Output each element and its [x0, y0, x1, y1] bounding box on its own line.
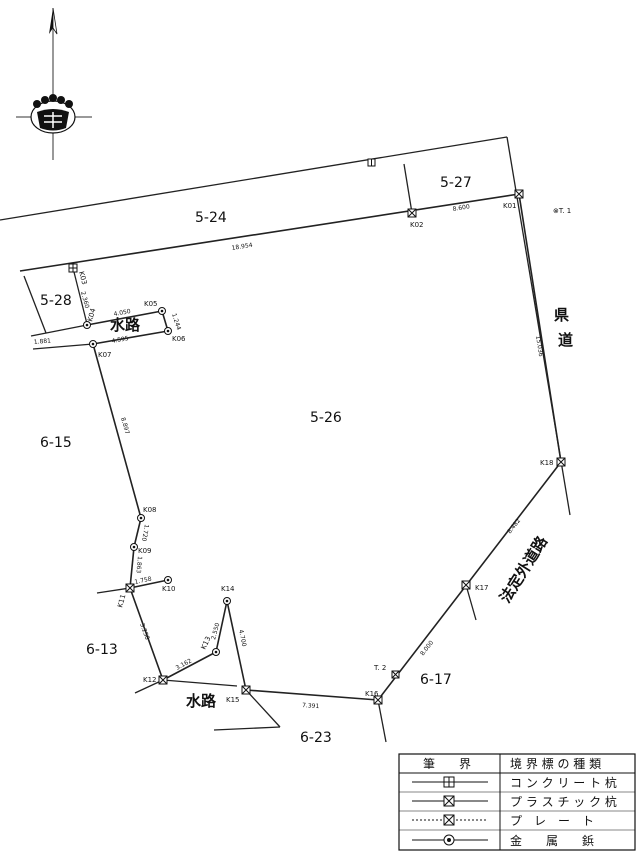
point-label: K04: [86, 307, 97, 323]
distance-label: 18.954: [231, 242, 253, 252]
legend-header-type: 境 界 標 の 種 類: [510, 756, 601, 771]
marker-k04-icon: [83, 321, 91, 329]
marker-k07-icon: [89, 340, 97, 348]
concrete-pile-icon: [412, 776, 488, 788]
marker-k13-icon: [212, 648, 220, 656]
marker-k18-icon: [556, 457, 566, 467]
marker-t2-icon: [391, 670, 400, 679]
distance-label: 8.000: [419, 639, 435, 657]
legend-label-plate: プ レ ー ト: [510, 814, 594, 828]
distance-label: 8.482: [506, 517, 522, 535]
point-label: K02: [410, 221, 424, 229]
point-label: ⊗T. 1: [553, 207, 571, 215]
parcel-5-26: 5-26: [310, 410, 342, 426]
parcel-6-13: 6-13: [86, 642, 118, 658]
distance-label: 2.550: [210, 622, 221, 641]
point-label: K17: [475, 584, 489, 592]
point-label: K07: [98, 351, 112, 359]
parcel-5-24: 5-24: [195, 210, 227, 226]
distance-label: 1.758: [134, 576, 152, 586]
parcel-5-27: 5-27: [440, 175, 472, 191]
legend-label-rivet: 金 属 鋲: [510, 833, 594, 848]
point-label: K14: [221, 585, 235, 593]
legend-label-concrete: コ ン ク リ ー ト 杭: [510, 775, 617, 790]
marker-k10-icon: [164, 576, 172, 584]
distance-label: 7.391: [302, 702, 320, 710]
marker-k17-icon: [461, 580, 471, 590]
distance-label: 8.600: [452, 203, 470, 213]
legend-header-boundary: 筆 界: [423, 757, 471, 771]
plastic-pile-icon: [412, 795, 488, 807]
legend-table: 筆 界 境 界 標 の 種 類 コ ン ク リ ー ト 杭 プ ラ ス チ ッ …: [398, 753, 636, 851]
marker-k03-icon: [68, 263, 78, 273]
parcel-6-17: 6-17: [420, 672, 452, 688]
marker-k15-icon: [241, 685, 251, 695]
parcel-6-23: 6-23: [300, 730, 332, 746]
distance-label: 2.360: [79, 291, 90, 310]
point-label: K18: [540, 459, 554, 467]
point-label: K16: [365, 690, 379, 698]
marker-k02-icon: [407, 208, 417, 218]
point-label: K05: [144, 300, 158, 308]
distance-label: 4.700: [237, 629, 247, 647]
marker-k14-icon: [223, 597, 231, 605]
distance-label: 8.897: [119, 417, 131, 436]
distance-label: 1.720: [140, 524, 150, 542]
point-label: K15: [226, 696, 240, 704]
parcel-6-15: 6-15: [40, 435, 72, 451]
marker-k12-icon: [158, 675, 168, 685]
point-label: K03: [77, 270, 88, 285]
legend-label-plastic: プ ラ ス チ ッ ク 杭: [510, 794, 617, 809]
marker-concrete-icon: [367, 158, 376, 167]
distance-label: 15.036: [534, 335, 544, 357]
plate-icon: [412, 814, 488, 826]
distance-label: 1.881: [34, 338, 52, 346]
water-channel-label: 水路: [186, 692, 217, 710]
paulownia-emblem-icon: [16, 94, 92, 134]
point-label: K11: [116, 593, 127, 608]
distance-label: 1.244: [170, 312, 182, 331]
point-label: K12: [143, 676, 157, 684]
distance-label: 3.258: [138, 622, 151, 641]
distance-label: 4.595: [111, 335, 129, 345]
point-label: T. 2: [373, 664, 386, 672]
non-statutory-road-label: 法定外道路: [496, 532, 552, 606]
point-label: K09: [138, 547, 152, 555]
point-label: K01: [503, 202, 517, 210]
north-arrow-icon: [49, 7, 58, 160]
distance-label: 1.863: [134, 556, 142, 574]
marker-k09-icon: [130, 543, 138, 551]
prefectural-road-label: 道: [558, 331, 573, 349]
point-label: K08: [143, 506, 157, 514]
marker-k01-icon: [514, 189, 524, 199]
marker-k16-icon: [373, 695, 383, 705]
marker-k08-icon: [137, 514, 145, 522]
distance-label: 4.050: [113, 308, 131, 318]
water-channel-label: 水路: [110, 316, 141, 334]
point-label: K06: [172, 335, 186, 343]
metal-rivet-icon: [412, 834, 488, 846]
marker-k05-icon: [158, 307, 166, 315]
parcel-5-28: 5-28: [40, 293, 72, 309]
prefectural-road-label: 県: [554, 306, 569, 324]
marker-k11-icon: [125, 583, 135, 593]
point-label: K10: [162, 585, 176, 593]
marker-k06-icon: [164, 327, 172, 335]
